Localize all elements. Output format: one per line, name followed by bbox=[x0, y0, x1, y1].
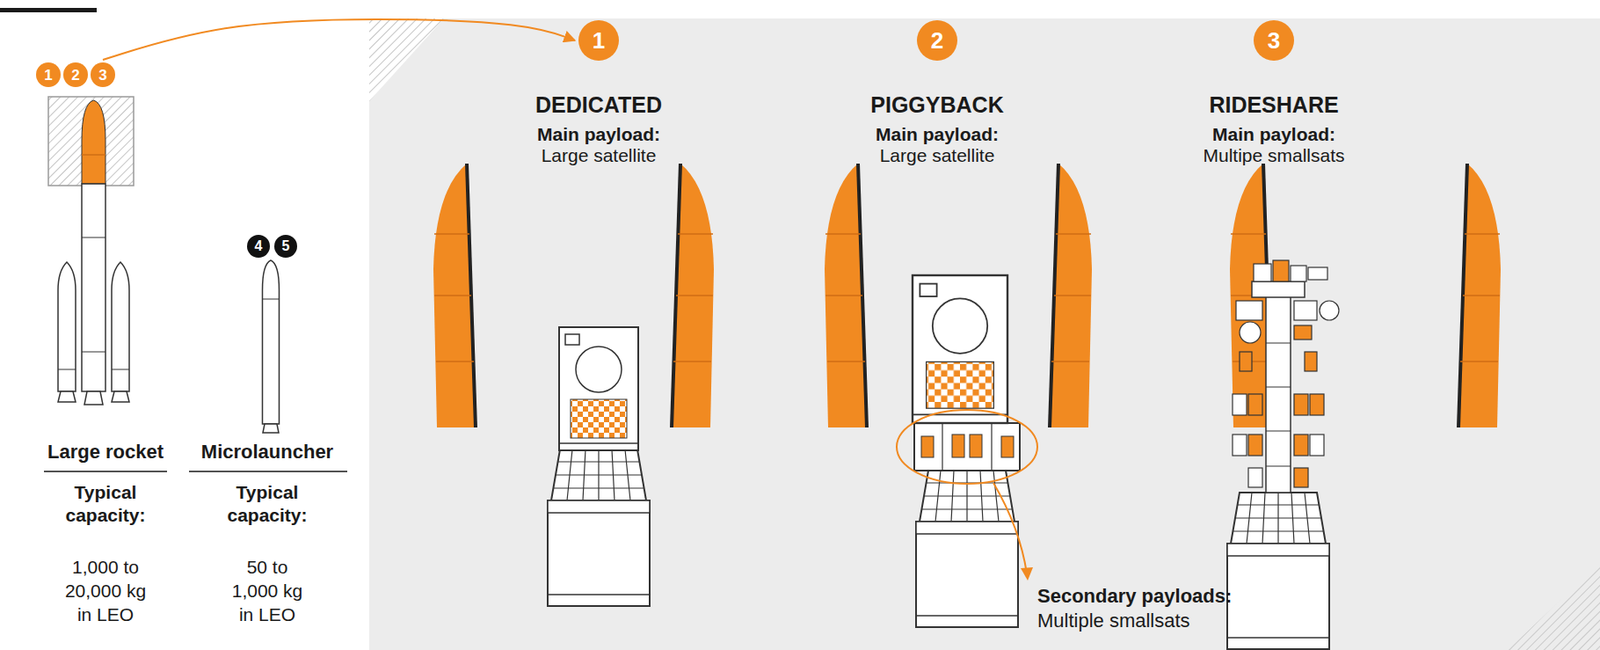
capacity-value: 50 to 1,000 kg in LEO bbox=[228, 554, 306, 626]
capacity-value: 1,000 to 20,000 kg in LEO bbox=[58, 554, 153, 626]
callout-number: 2 bbox=[916, 20, 958, 61]
callout-number: 4 bbox=[247, 234, 270, 258]
callout-label: Secondary payloads: bbox=[1037, 583, 1232, 608]
capacity-label: Typical capacity: bbox=[219, 480, 315, 527]
callout-text: 3 bbox=[98, 67, 107, 83]
leader-arrow bbox=[102, 19, 575, 60]
piggyback-stack bbox=[824, 163, 1092, 627]
microlauncher bbox=[262, 260, 280, 433]
capacity-label: Typical capacity: bbox=[58, 480, 153, 527]
payload-value: Large satellite bbox=[805, 144, 1070, 167]
callout-number: 1 bbox=[36, 62, 61, 88]
callout-value: Multiple smallsats bbox=[1037, 608, 1191, 633]
hatch-corner bbox=[1507, 562, 1600, 650]
callout-number: 3 bbox=[90, 62, 116, 88]
callout-number: 2 bbox=[63, 62, 88, 88]
callout-text: 1 bbox=[592, 29, 605, 52]
large-rocket bbox=[48, 96, 134, 405]
callout-number: 3 bbox=[1253, 20, 1295, 61]
callout-text: 5 bbox=[282, 239, 291, 254]
payload-value: Large satellite bbox=[466, 144, 731, 167]
payload-label: Main payload: bbox=[466, 123, 731, 146]
column-heading: DEDICATED bbox=[466, 91, 731, 118]
vehicle-name: Large rocket bbox=[30, 439, 181, 464]
callout-text: 2 bbox=[71, 67, 80, 83]
hatch-corner bbox=[369, 18, 444, 102]
payload-value: Multipe smallsats bbox=[1141, 144, 1406, 167]
payload-label: Main payload: bbox=[1141, 123, 1406, 146]
column-heading: RIDESHARE bbox=[1141, 91, 1406, 118]
column-heading: PIGGYBACK bbox=[805, 91, 1070, 118]
callout-number: 1 bbox=[578, 20, 619, 61]
callout-number: 5 bbox=[274, 234, 298, 258]
vehicle-name: Microlauncher bbox=[188, 439, 347, 464]
panel bbox=[369, 18, 1600, 650]
payload-label: Main payload: bbox=[805, 123, 1070, 146]
callout-text: 1 bbox=[43, 67, 52, 83]
callout-text: 2 bbox=[930, 29, 944, 52]
callout-text: 3 bbox=[1267, 29, 1280, 52]
top-bar bbox=[0, 7, 97, 13]
rideshare-stack bbox=[1227, 163, 1501, 649]
dedicated-stack bbox=[433, 163, 714, 606]
callout-text: 4 bbox=[254, 239, 263, 254]
rule-line bbox=[43, 470, 348, 473]
